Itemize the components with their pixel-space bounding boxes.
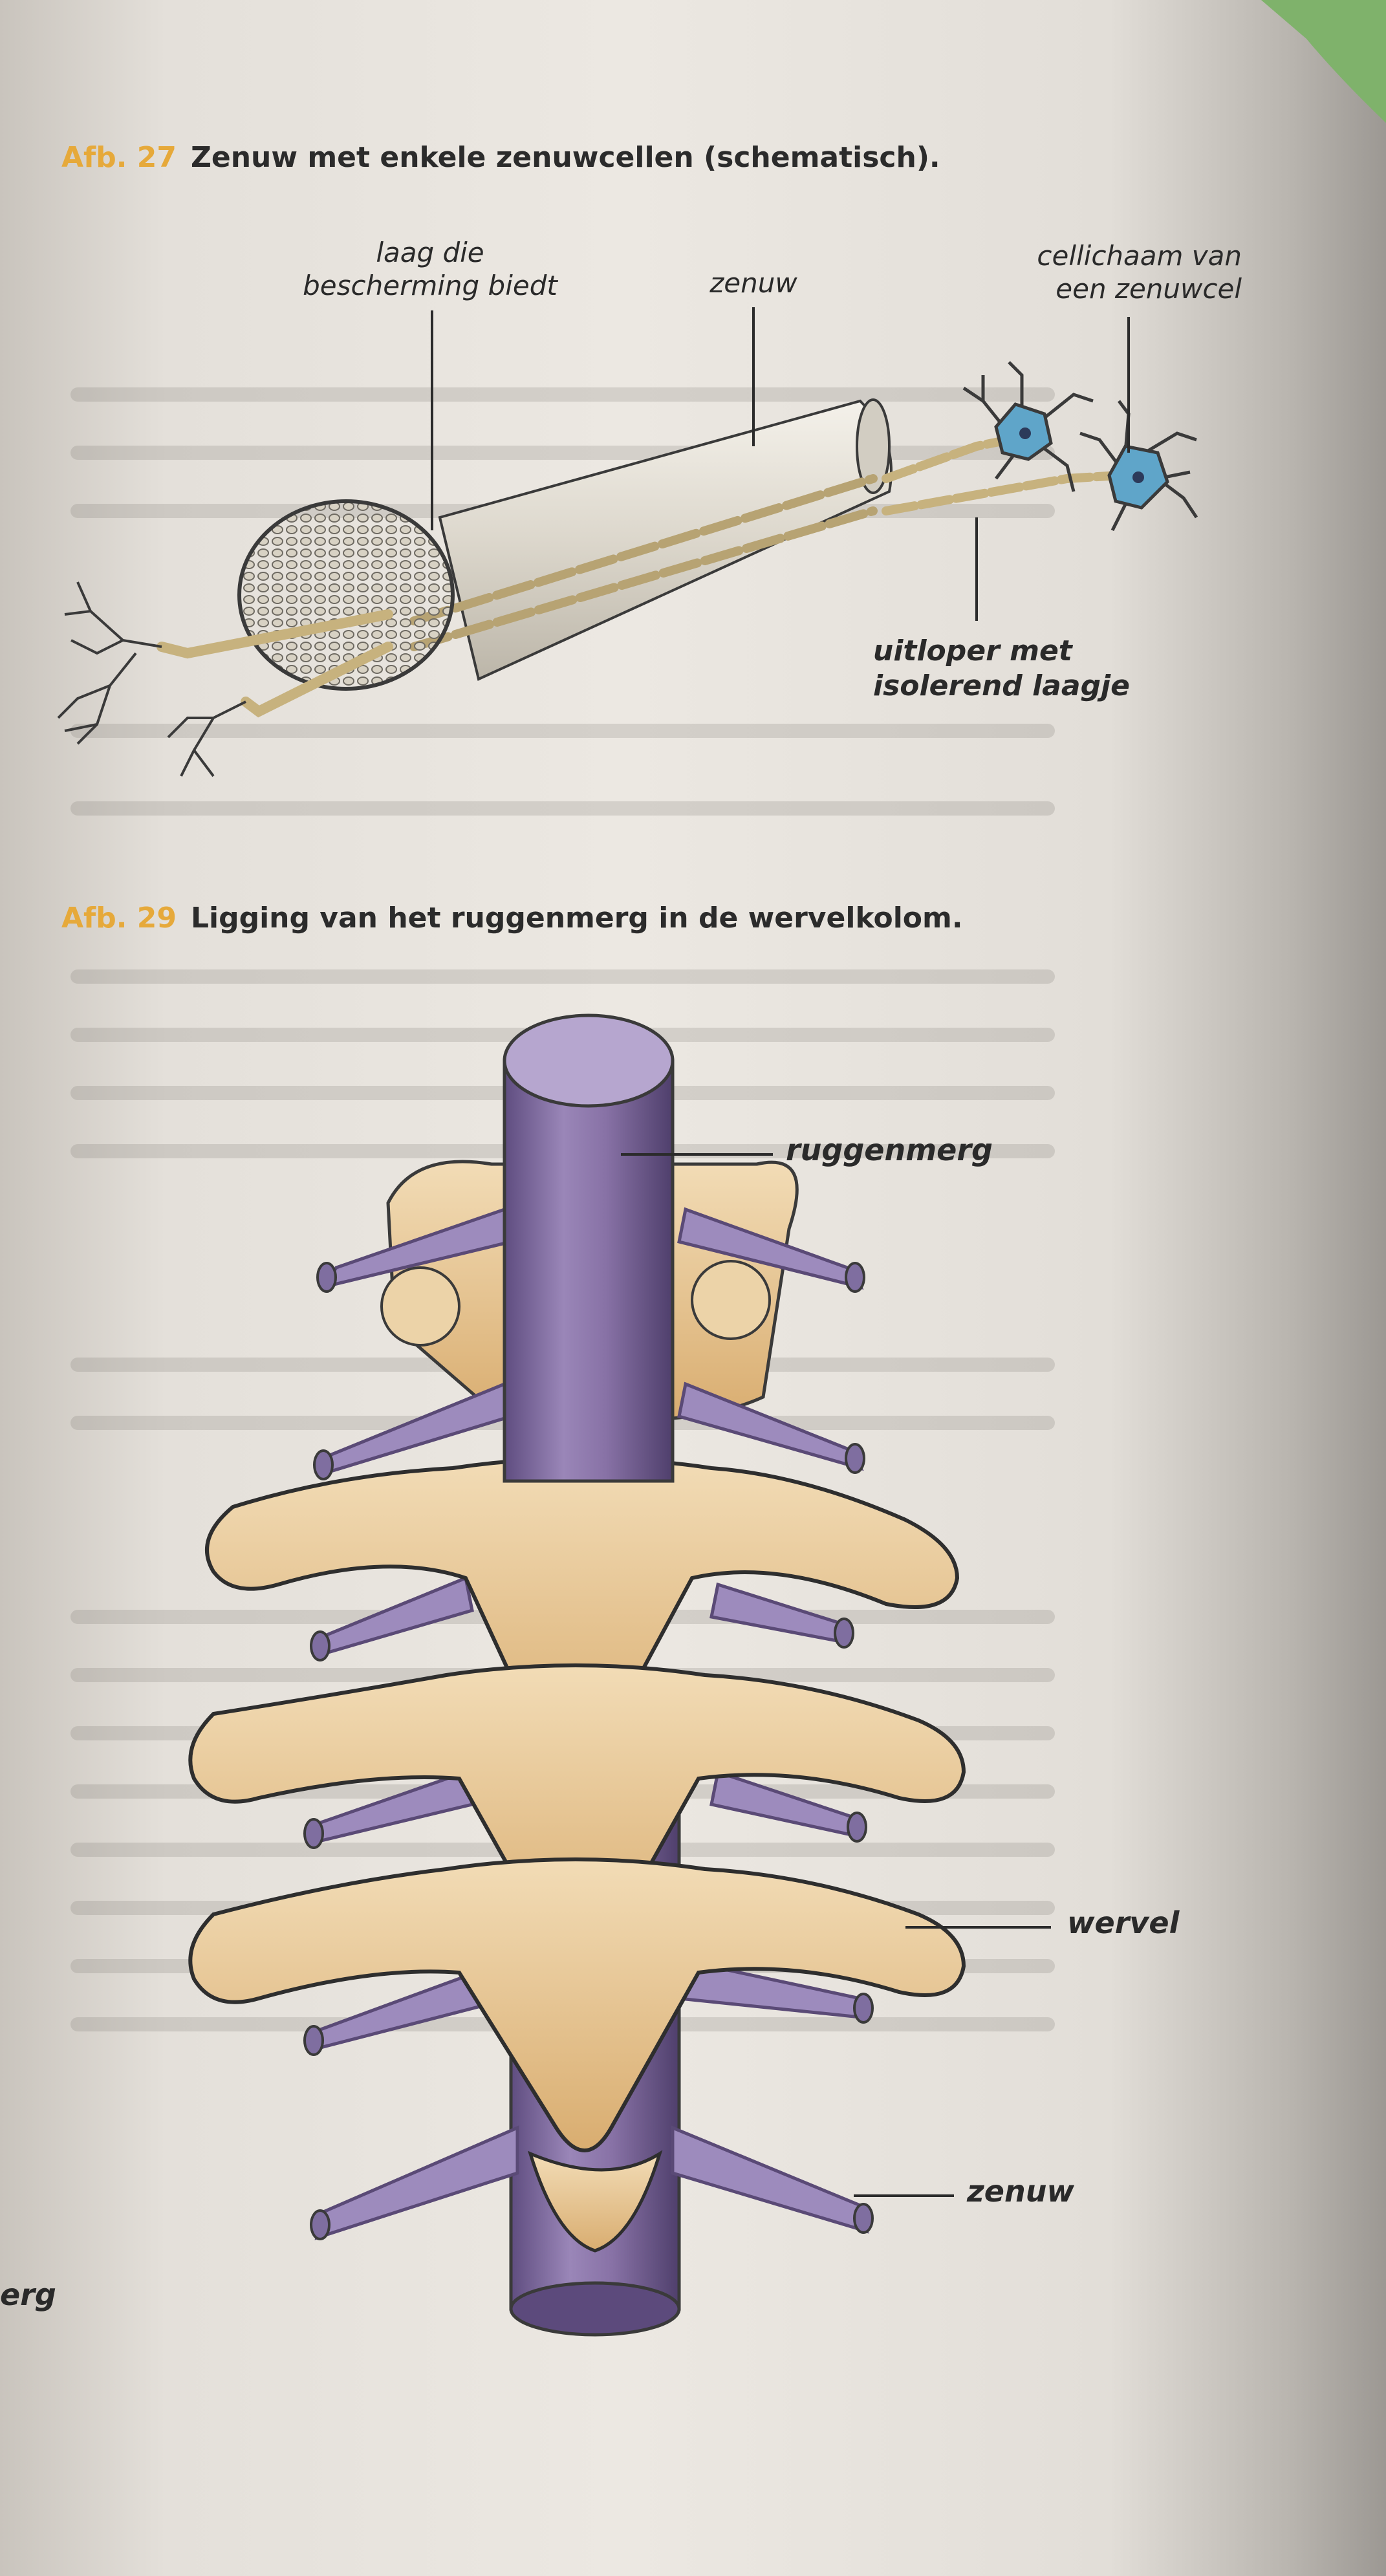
spinal-cord bbox=[503, 1059, 675, 1483]
figure-27-title: Zenuw met enkele zenuwcellen (schematisc… bbox=[190, 141, 940, 174]
figure-29-title: Ligging van het ruggenmerg in de wervelk… bbox=[190, 902, 963, 935]
figure-27-number: Afb. 27 bbox=[61, 141, 177, 174]
nerve-endings bbox=[57, 581, 246, 777]
neuron-cell-body bbox=[1079, 400, 1198, 532]
figure-29-caption: Afb. 29 Ligging van het ruggenmerg in de … bbox=[61, 902, 963, 935]
spine-diagram bbox=[188, 1013, 1051, 2337]
label-spinal-cord: ruggenmerg bbox=[786, 1132, 993, 1167]
nerve-cross-section bbox=[237, 499, 455, 691]
nerve-diagram bbox=[57, 307, 1198, 777]
leader-lines bbox=[431, 307, 1130, 621]
vertebra-2 bbox=[188, 1663, 966, 1968]
label-nerve: zenuw bbox=[709, 267, 797, 299]
vertebra-3 bbox=[188, 1857, 966, 2152]
axon-bundle bbox=[157, 609, 393, 718]
label-protective-layer: laag die bescherming biedt bbox=[303, 237, 558, 302]
spinal-nerves bbox=[308, 1207, 869, 2240]
label-spinal-nerve: zenuw bbox=[967, 2174, 1074, 2209]
label-insulated-extension: uitloper met isolerend laagje bbox=[873, 634, 1130, 702]
label-vertebra: wervel bbox=[1067, 1905, 1180, 1940]
figure-27-caption: Afb. 27 Zenuw met enkele zenuwcellen (sch… bbox=[61, 141, 940, 174]
neuron-cell-body bbox=[962, 361, 1094, 492]
label-cell-body: cellichaam van een zenuwcel bbox=[1037, 240, 1242, 305]
figure-29-number: Afb. 29 bbox=[61, 902, 177, 935]
page-corner-decoration bbox=[1261, 0, 1386, 123]
margin-text-fragment: erg bbox=[0, 2277, 56, 2312]
vertebra-1 bbox=[205, 1456, 960, 1774]
